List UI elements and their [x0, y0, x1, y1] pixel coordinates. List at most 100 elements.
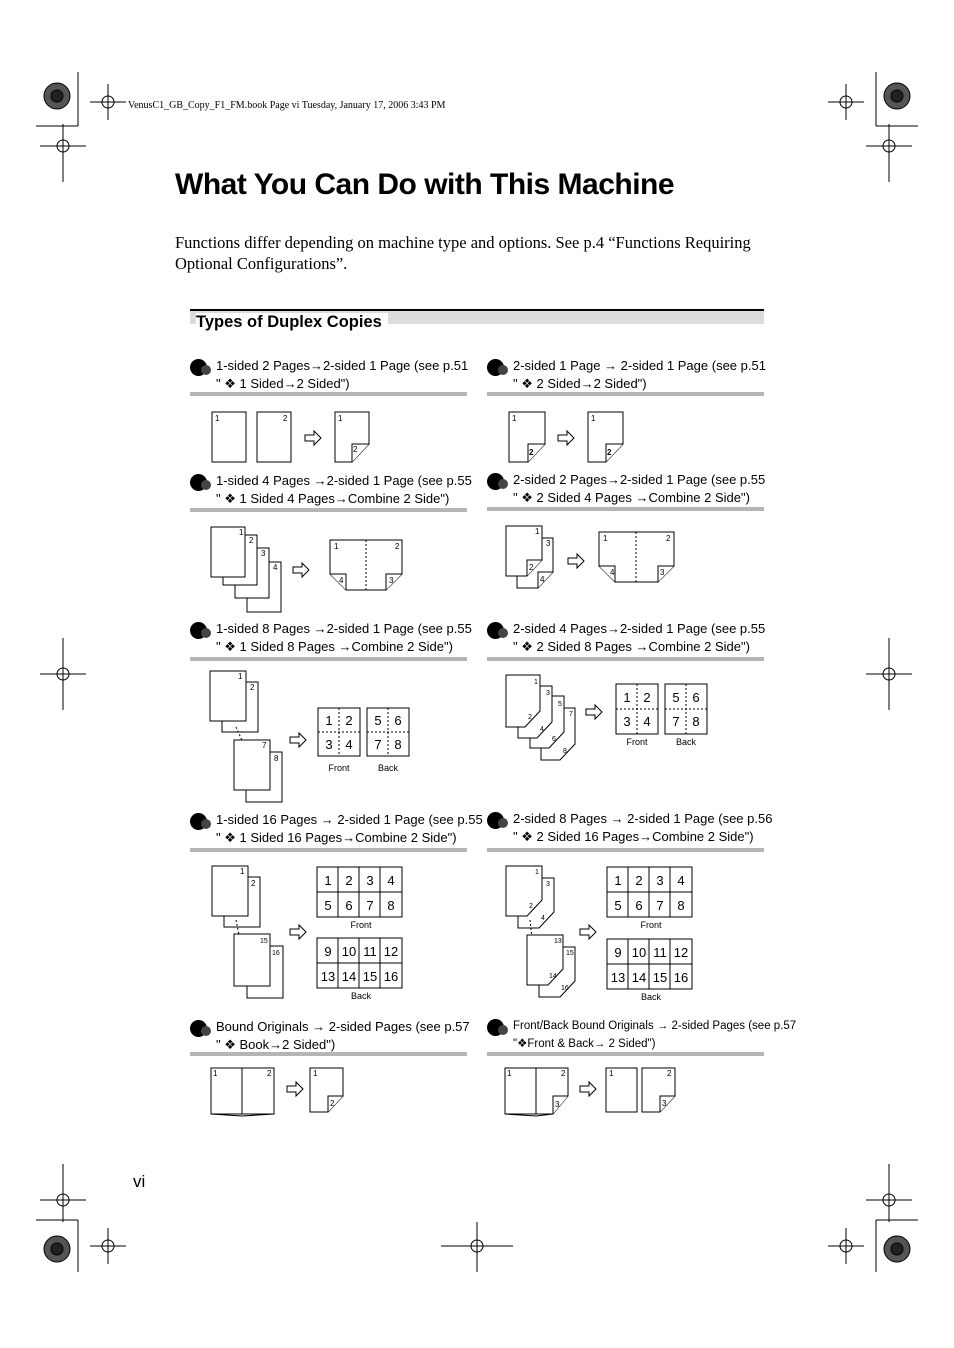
svg-text:14: 14 — [632, 970, 646, 985]
svg-text:3: 3 — [325, 737, 332, 752]
svg-text:16: 16 — [561, 985, 569, 992]
svg-text:3: 3 — [546, 881, 550, 888]
page-number: vi — [133, 1172, 145, 1192]
svg-text:Back: Back — [351, 991, 372, 1001]
svg-text:Back: Back — [378, 763, 399, 773]
svg-text:2: 2 — [643, 690, 650, 705]
svg-text:7: 7 — [374, 737, 381, 752]
svg-text:Back: Back — [676, 737, 697, 747]
svg-text:4: 4 — [541, 915, 545, 922]
svg-text:1: 1 — [325, 713, 332, 728]
svg-text:1: 1 — [334, 542, 339, 551]
svg-text:16: 16 — [674, 970, 688, 985]
svg-text:2: 2 — [395, 542, 400, 551]
svg-text:8: 8 — [274, 754, 279, 763]
svg-text:5: 5 — [614, 898, 621, 913]
svg-text:10: 10 — [342, 944, 356, 959]
svg-text:2: 2 — [529, 903, 533, 910]
svg-text:3: 3 — [546, 690, 550, 697]
svg-text:2: 2 — [345, 713, 352, 728]
svg-text:8: 8 — [394, 737, 401, 752]
svg-text:11: 11 — [363, 944, 377, 959]
svg-text:1: 1 — [534, 679, 538, 686]
svg-text:3: 3 — [660, 568, 665, 577]
svg-text:2: 2 — [529, 448, 534, 457]
svg-text:8: 8 — [692, 714, 699, 729]
svg-text:4: 4 — [540, 575, 545, 584]
svg-text:13: 13 — [611, 970, 625, 985]
svg-text:7: 7 — [656, 898, 663, 913]
svg-text:4: 4 — [339, 576, 344, 585]
svg-text:2: 2 — [250, 683, 255, 692]
svg-text:3: 3 — [546, 539, 551, 548]
svg-text:1: 1 — [507, 1069, 512, 1078]
svg-text:12: 12 — [384, 944, 398, 959]
svg-text:1: 1 — [215, 414, 220, 423]
svg-text:Front: Front — [626, 737, 648, 747]
svg-text:1: 1 — [614, 873, 621, 888]
svg-text:15: 15 — [363, 969, 377, 984]
svg-text:6: 6 — [345, 898, 352, 913]
svg-text:2: 2 — [529, 563, 534, 572]
svg-text:2: 2 — [667, 1069, 672, 1078]
svg-text:16: 16 — [272, 950, 280, 957]
svg-text:10: 10 — [632, 945, 646, 960]
svg-text:15: 15 — [566, 950, 574, 957]
svg-text:2: 2 — [251, 879, 256, 888]
svg-text:2: 2 — [666, 534, 671, 543]
svg-text:4: 4 — [345, 737, 352, 752]
svg-text:4: 4 — [643, 714, 650, 729]
svg-text:1: 1 — [535, 527, 540, 536]
svg-text:Front: Front — [350, 920, 372, 930]
svg-text:1: 1 — [591, 414, 596, 423]
svg-text:Front: Front — [640, 920, 662, 930]
svg-text:6: 6 — [635, 898, 642, 913]
svg-text:1: 1 — [313, 1069, 318, 1078]
svg-text:6: 6 — [692, 690, 699, 705]
svg-text:7: 7 — [672, 714, 679, 729]
svg-text:4: 4 — [387, 873, 394, 888]
svg-text:9: 9 — [614, 945, 621, 960]
svg-text:Front: Front — [328, 763, 350, 773]
svg-text:1: 1 — [238, 672, 243, 681]
svg-text:1: 1 — [623, 690, 630, 705]
svg-text:3: 3 — [656, 873, 663, 888]
svg-text:7: 7 — [262, 741, 267, 750]
svg-text:2: 2 — [345, 873, 352, 888]
svg-text:5: 5 — [324, 898, 331, 913]
svg-text:1: 1 — [338, 414, 343, 423]
svg-text:16: 16 — [384, 969, 398, 984]
svg-text:2: 2 — [561, 1069, 566, 1078]
svg-text:13: 13 — [321, 969, 335, 984]
svg-text:3: 3 — [623, 714, 630, 729]
svg-text:2: 2 — [607, 448, 612, 457]
svg-text:4: 4 — [540, 726, 544, 733]
svg-text:12: 12 — [674, 945, 688, 960]
svg-text:1: 1 — [324, 873, 331, 888]
svg-text:3: 3 — [261, 549, 266, 558]
svg-text:15: 15 — [260, 938, 268, 945]
svg-text:1: 1 — [240, 867, 245, 876]
svg-text:5: 5 — [672, 690, 679, 705]
svg-text:4: 4 — [677, 873, 684, 888]
svg-text:2: 2 — [353, 445, 358, 454]
svg-text:2: 2 — [528, 714, 532, 721]
svg-text:3: 3 — [389, 576, 394, 585]
svg-text:15: 15 — [653, 970, 667, 985]
svg-text:2: 2 — [283, 414, 288, 423]
svg-text:3: 3 — [366, 873, 373, 888]
svg-text:3: 3 — [555, 1100, 560, 1109]
svg-text:3: 3 — [662, 1099, 667, 1108]
svg-text:1: 1 — [512, 414, 517, 423]
svg-text:14: 14 — [549, 973, 557, 980]
svg-text:2: 2 — [330, 1099, 335, 1108]
svg-text:11: 11 — [653, 945, 667, 960]
svg-text:1: 1 — [535, 869, 539, 876]
svg-text:1: 1 — [239, 528, 244, 537]
svg-text:8: 8 — [677, 898, 684, 913]
svg-text:2: 2 — [267, 1069, 272, 1078]
svg-text:1: 1 — [603, 534, 608, 543]
svg-text:14: 14 — [342, 969, 356, 984]
svg-text:8: 8 — [387, 898, 394, 913]
